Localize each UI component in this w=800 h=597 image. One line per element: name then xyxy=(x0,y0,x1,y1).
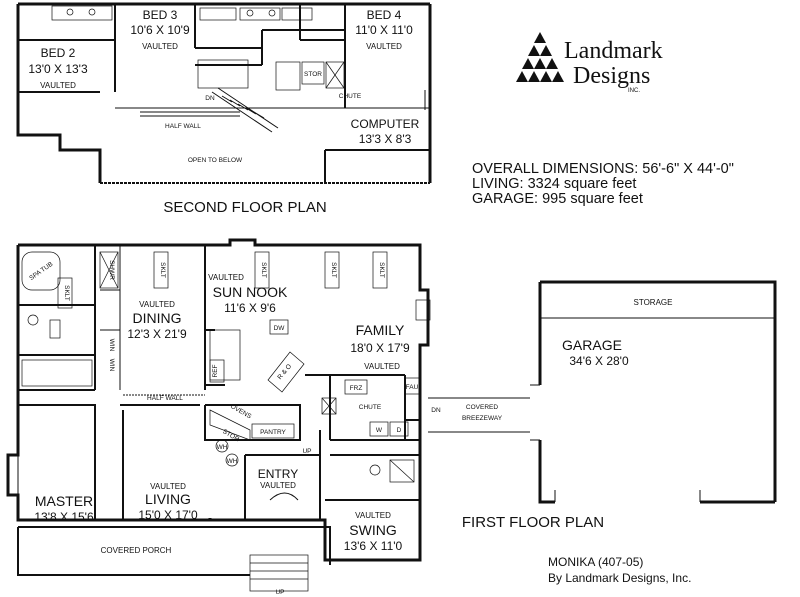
bed2-name: BED 2 xyxy=(41,46,76,60)
garage-name: GARAGE xyxy=(562,337,622,353)
swing-note: VAULTED xyxy=(355,511,391,520)
credit-by: By Landmark Designs, Inc. xyxy=(548,571,691,585)
fau-label: FAU xyxy=(406,384,419,391)
landmark-logo: Landmark Designs INC. xyxy=(516,32,663,94)
wh-label-1: WH xyxy=(217,444,228,451)
second-floor-plan: BED 2 13'0 X 13'3 VAULTED BED 3 10'6 X 1… xyxy=(16,2,432,184)
sklt-label-family1: SKLT xyxy=(330,262,337,278)
breezeway: COVERED BREEZEWAY xyxy=(428,397,530,433)
upper-half-wall-label: HALF WALL xyxy=(165,123,201,130)
porch-label: COVERED PORCH xyxy=(101,546,172,555)
washer-label: W xyxy=(376,427,383,434)
master-size: 13'8 X 15'6 xyxy=(34,510,94,524)
dining-note: VAULTED xyxy=(139,300,175,309)
dining-name: DINING xyxy=(133,310,182,326)
master-name: MASTER xyxy=(35,493,93,509)
first-floor-plan: MASTER 13'8 X 15'6 LIVING 15'0 X 17'0 VA… xyxy=(6,238,441,596)
bed2-size: 13'0 X 13'3 xyxy=(28,62,88,76)
sklt-label-master: SKLT xyxy=(63,285,70,301)
bed2-note: VAULTED xyxy=(40,81,76,90)
garage-area: GARAGE: 995 square feet xyxy=(472,191,643,207)
sun-nook-size: 11'6 X 9'6 xyxy=(224,301,276,315)
overall-dimensions: OVERALL DIMENSIONS: 56'-6" X 44'-0" xyxy=(472,161,734,177)
storage-label: STORAGE xyxy=(634,298,673,307)
logo-line2: Designs xyxy=(573,63,650,89)
dw-label: DW xyxy=(274,325,286,332)
bed3-note: VAULTED xyxy=(142,42,178,51)
entry-name: ENTRY xyxy=(258,467,298,481)
pantry-label: PANTRY xyxy=(260,429,286,436)
bed3-name: BED 3 xyxy=(143,8,178,22)
sun-nook-note: VAULTED xyxy=(208,273,244,282)
dryer-label: D xyxy=(397,427,402,434)
wh-label-2: WH xyxy=(227,458,238,465)
ref-label: REF xyxy=(212,364,219,377)
lower-chute-label: CHUTE xyxy=(359,404,382,411)
breezeway-dn-label: DN xyxy=(431,407,441,414)
bed3-size: 10'6 X 10'9 xyxy=(130,23,190,37)
sun-nook-name: SUN NOOK xyxy=(213,284,288,300)
swing-size: 13'6 X 11'0 xyxy=(344,539,403,553)
breezeway-line1: COVERED xyxy=(466,404,498,411)
spa-tub-label: SPA TUB xyxy=(28,261,54,282)
garage-size: 34'6 X 28'0 xyxy=(569,354,629,368)
sklt-label-dining: SKLT xyxy=(159,262,166,278)
sklt-label-family2: SKLT xyxy=(378,262,385,278)
logo-suffix: INC. xyxy=(628,88,640,94)
win-label-2: WIN xyxy=(108,359,115,372)
bed4-name: BED 4 xyxy=(367,8,402,22)
credit-name: MONIKA (407-05) xyxy=(548,555,643,569)
breezeway-line2: BREEZEWAY xyxy=(462,415,503,422)
living-area: LIVING: 3324 square feet xyxy=(472,176,636,192)
swing-name: SWING xyxy=(349,522,396,538)
living-note: VAULTED xyxy=(150,482,186,491)
living-name: LIVING xyxy=(145,491,191,507)
family-size: 18'0 X 17'9 xyxy=(350,341,410,355)
lower-stor-label: STOR xyxy=(221,428,240,443)
triangles-logo-icon xyxy=(516,32,564,82)
sklt-label-nook: SKLT xyxy=(260,262,267,278)
half-wall-label: HALF WALL xyxy=(147,395,183,402)
frz-label: FRZ xyxy=(350,385,363,392)
shwr-label: SHWR xyxy=(108,260,115,280)
family-name: FAMILY xyxy=(356,322,405,338)
logo-line1: Landmark xyxy=(564,38,663,64)
win-label-1: WIN xyxy=(108,339,115,352)
entry-up-label: UP xyxy=(302,448,311,455)
entry-note: VAULTED xyxy=(260,481,296,490)
upper-chute-label: CHUTE xyxy=(339,93,362,100)
living-size: 15'0 X 17'0 xyxy=(138,508,198,522)
family-note: VAULTED xyxy=(364,362,400,371)
open-to-below-label: OPEN TO BELOW xyxy=(188,157,243,164)
first-floor-title: FIRST FLOOR PLAN xyxy=(462,514,604,531)
upper-dn-label: DN xyxy=(205,95,215,102)
dining-size: 12'3 X 21'9 xyxy=(127,327,187,341)
computer-name: COMPUTER xyxy=(351,117,420,131)
porch-up-label: UP xyxy=(275,589,284,596)
garage: STORAGE GARAGE 34'6 X 28'0 xyxy=(530,280,777,504)
bed4-note: VAULTED xyxy=(366,42,402,51)
second-floor-title: SECOND FLOOR PLAN xyxy=(163,199,326,216)
computer-size: 13'3 X 8'3 xyxy=(359,132,412,146)
bed4-size: 11'0 X 11'0 xyxy=(355,23,413,37)
upper-stor-label: STOR xyxy=(304,71,322,78)
